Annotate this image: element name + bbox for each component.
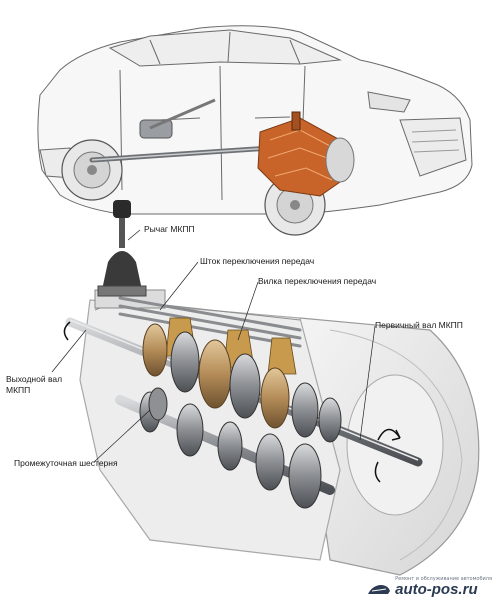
shift-rods: [118, 296, 302, 348]
label-intermediate-gear: Промежуточная шестерня: [14, 458, 118, 468]
label-output-shaft-line1: Выходной вал: [6, 374, 63, 384]
watermark: Ремонт и обслуживание автомобиля auto-po…: [366, 576, 492, 598]
car-gearbox-highlight: [257, 111, 355, 197]
watermark-domain: auto-pos.ru: [395, 581, 478, 598]
label-shift-lever: Рычаг МКПП: [144, 224, 195, 234]
label-shift-rod: Шток переключения передач: [200, 256, 315, 266]
car-driveshaft: [89, 98, 273, 163]
car-logo-icon: [368, 585, 391, 594]
label-input-shaft: Первичный вал МКПП: [375, 320, 463, 330]
rotation-arrow-icons: [63, 321, 401, 483]
label-shift-fork: Вилка переключения передач: [258, 276, 377, 286]
car-wheel-rear: [61, 139, 123, 201]
shift-lever: [97, 200, 147, 297]
main-shaft-gears: [142, 323, 342, 443]
label-output-shaft: Выходной вал МКПП: [6, 374, 66, 396]
watermark-small-text: Ремонт и обслуживание автомобиля: [395, 576, 492, 582]
intermediate-gear: [148, 387, 168, 421]
label-output-shaft-line2: МКПП: [6, 385, 31, 395]
leader-lines: [51, 229, 376, 463]
